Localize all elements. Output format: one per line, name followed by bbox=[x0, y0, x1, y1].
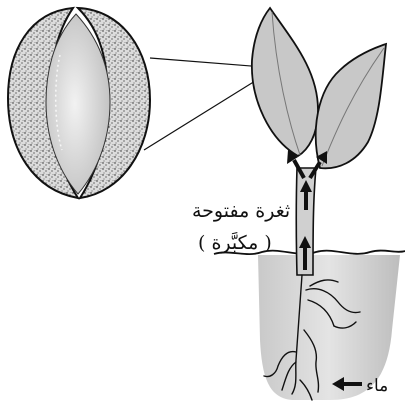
stoma-enlarged bbox=[8, 8, 150, 198]
leaf-right bbox=[316, 44, 386, 168]
leaf-left bbox=[252, 8, 318, 156]
water-label: ماء bbox=[366, 375, 388, 397]
stoma-enlarged-label: ( مكبَّرة ) bbox=[198, 232, 272, 254]
stoma-title-label: ثغرة مفتوحة bbox=[192, 200, 290, 222]
